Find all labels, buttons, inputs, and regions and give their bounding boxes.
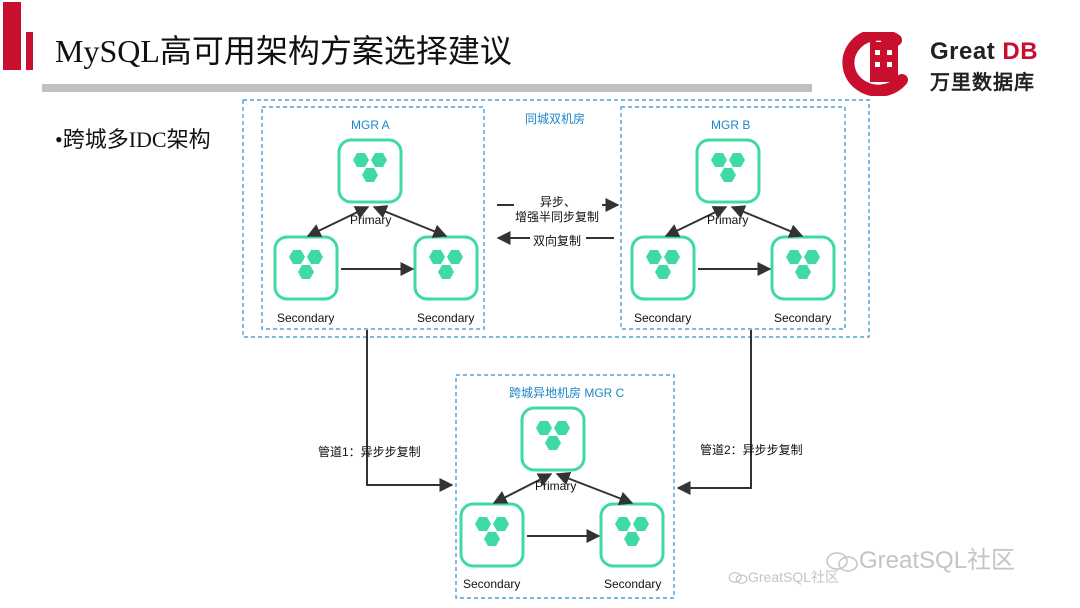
mgr-c-arrow-left: [492, 473, 553, 504]
mgr-b-secondary-label-2: Secondary: [774, 311, 832, 325]
sync-label-line2: 增强半同步复制: [515, 210, 600, 224]
mgr-c-primary-label: Primary: [535, 479, 577, 493]
mgr-b-box: [620, 106, 846, 330]
mgr-c-box: [455, 374, 675, 599]
pipe-2-arrow: [676, 330, 752, 495]
greatdb-logo-icon: [842, 32, 908, 96]
logo-chinese-name: 万里数据库: [930, 72, 1035, 94]
mgr-a-secondary-label-2: Secondary: [417, 311, 475, 325]
watermark-small: GreatSQL社区: [728, 567, 839, 587]
mgr-b-secondary-node-1: [630, 235, 696, 301]
pipe-2-label: 管道2：异步步复制: [700, 443, 803, 457]
wechat-icon: [826, 551, 858, 572]
mgr-a-primary-label: Primary: [350, 213, 392, 227]
same-city-region-box: [242, 99, 870, 338]
mgr-a-primary-node: [337, 138, 403, 204]
mgr-b-arrow-left: [664, 206, 728, 237]
mgr-a-arrow-left: [306, 206, 370, 237]
mgr-b-arrow-right: [730, 205, 804, 238]
sync-label-line1: 异步、: [540, 195, 577, 209]
wechat-icon-small: [728, 572, 748, 585]
mgr-c-secondary-node-2: [599, 502, 665, 568]
mgr-b-primary-node: [695, 138, 761, 204]
mgr-a-secondary-node-2: [413, 235, 479, 301]
mgr-a-box: [261, 106, 485, 330]
title-accent-bar: [3, 2, 21, 70]
mgr-c-label: 跨城异地机房 MGR C: [509, 386, 625, 400]
mgr-a-secondary-label-1: Secondary: [277, 311, 335, 325]
slide-title: MySQL高可用架构方案选择建议: [55, 33, 512, 69]
bullet-point: •跨城多IDC架构: [55, 127, 211, 152]
mgr-a-label: MGR A: [351, 118, 390, 132]
title-underline: [42, 84, 812, 92]
mgr-b-secondary-label-1: Secondary: [634, 311, 692, 325]
mgr-c-primary-node: [520, 406, 586, 472]
mgr-b-primary-label: Primary: [707, 213, 749, 227]
mgr-a-arrow-right: [372, 205, 448, 238]
pipe-1-label: 管道1：异步步复制: [318, 445, 421, 459]
mgr-c-secondary-label-2: Secondary: [604, 577, 662, 591]
watermark-large: GreatSQL社区: [825, 540, 1015, 575]
mgr-c-arrow-right: [555, 472, 634, 505]
mgr-c-secondary-label-1: Secondary: [463, 577, 521, 591]
mgr-b-secondary-node-2: [770, 235, 836, 301]
same-city-label: 同城双机房: [525, 112, 586, 126]
pipe-1-arrow: [366, 330, 454, 492]
title-accent-bar-small: [26, 32, 33, 70]
mgr-c-secondary-node-1: [459, 502, 525, 568]
mgr-b-label: MGR B: [711, 118, 751, 132]
mgr-a-secondary-node-1: [273, 235, 339, 301]
logo-wordmark: Great DB: [930, 38, 1039, 65]
bidirectional-label: 双向复制: [533, 234, 582, 248]
